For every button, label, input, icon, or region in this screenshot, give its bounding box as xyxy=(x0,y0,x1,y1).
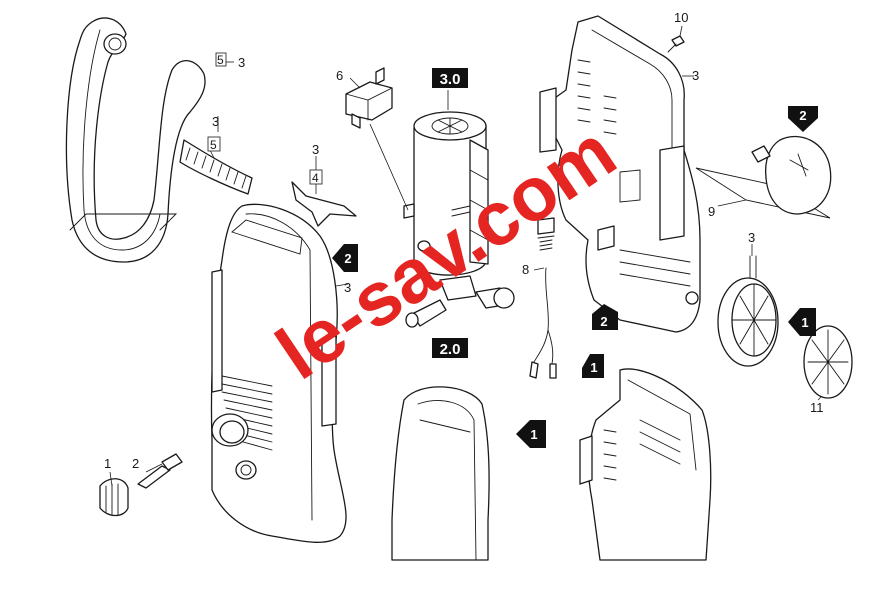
rear-housing-part xyxy=(539,15,701,333)
svg-text:1: 1 xyxy=(801,315,808,330)
svg-text:2: 2 xyxy=(600,314,607,329)
switch-box-part xyxy=(345,67,393,129)
svg-text:4: 4 xyxy=(312,171,319,185)
boxed-label-5-top: 5 xyxy=(215,52,227,67)
front-housing-part xyxy=(210,203,347,543)
handle-part xyxy=(65,17,206,263)
tag-2-0: 2.0 xyxy=(432,338,468,358)
screw-part xyxy=(667,35,685,53)
marker-1-bottom: 1 xyxy=(516,420,546,448)
knob-part xyxy=(99,478,129,517)
label-part-9: 9 xyxy=(708,204,715,219)
motor-unit-part xyxy=(403,111,515,328)
svg-text:2: 2 xyxy=(799,108,806,123)
housing-view-part xyxy=(391,386,490,561)
label-part-6: 6 xyxy=(336,68,343,83)
tag-3-0: 3.0 xyxy=(432,68,468,88)
label-part-8: 8 xyxy=(522,262,529,277)
label-part-3-housing: 3 xyxy=(344,280,351,295)
label-part-3-bracket: 3 xyxy=(312,142,319,157)
arrow-pentagon-icon xyxy=(592,304,618,330)
marker-2-left: 2 xyxy=(332,244,358,272)
label-part-3-wheel: 3 xyxy=(748,230,755,245)
spindle-part xyxy=(137,453,183,489)
arrow-pentagon-icon xyxy=(332,244,358,272)
arrow-pentagon-icon xyxy=(788,308,816,336)
cable-part xyxy=(529,267,557,379)
svg-text:1: 1 xyxy=(590,360,597,375)
label-part-2: 2 xyxy=(132,456,139,471)
reel-cap-part xyxy=(695,135,832,219)
boxed-label-5-clip: 5 xyxy=(207,136,221,152)
marker-1-mid: 1 xyxy=(582,354,604,378)
label-part-3-rear: 3 xyxy=(692,68,699,83)
marker-2-mid: 2 xyxy=(592,304,618,330)
leader-lines xyxy=(109,25,823,487)
arrow-pentagon-icon xyxy=(582,354,604,378)
svg-text:5: 5 xyxy=(210,138,217,152)
label-part-10: 10 xyxy=(674,10,688,25)
marker-2-top-right: 2 xyxy=(788,106,818,132)
marker-1-right: 1 xyxy=(788,308,816,336)
svg-text:5: 5 xyxy=(217,53,224,67)
label-part-3-top: 3 xyxy=(238,55,245,70)
svg-text:1: 1 xyxy=(530,427,537,442)
svg-text:2: 2 xyxy=(344,251,351,266)
bracket-part xyxy=(291,181,357,227)
clip-grid-part xyxy=(179,139,253,195)
arrow-pentagon-icon xyxy=(516,420,546,448)
svg-text:2.0: 2.0 xyxy=(440,341,461,358)
arrow-pentagon-icon xyxy=(788,106,818,132)
wheel-part xyxy=(717,255,779,367)
rear-housing-view-part xyxy=(579,368,712,561)
hub-cap-part xyxy=(803,325,853,399)
label-part-1: 1 xyxy=(104,456,111,471)
label-part-3-clip: 3 xyxy=(212,114,219,129)
svg-text:3.0: 3.0 xyxy=(440,71,461,88)
connector-part xyxy=(537,217,555,251)
boxed-label-4: 4 xyxy=(309,169,323,185)
label-part-11: 11 xyxy=(810,400,824,415)
